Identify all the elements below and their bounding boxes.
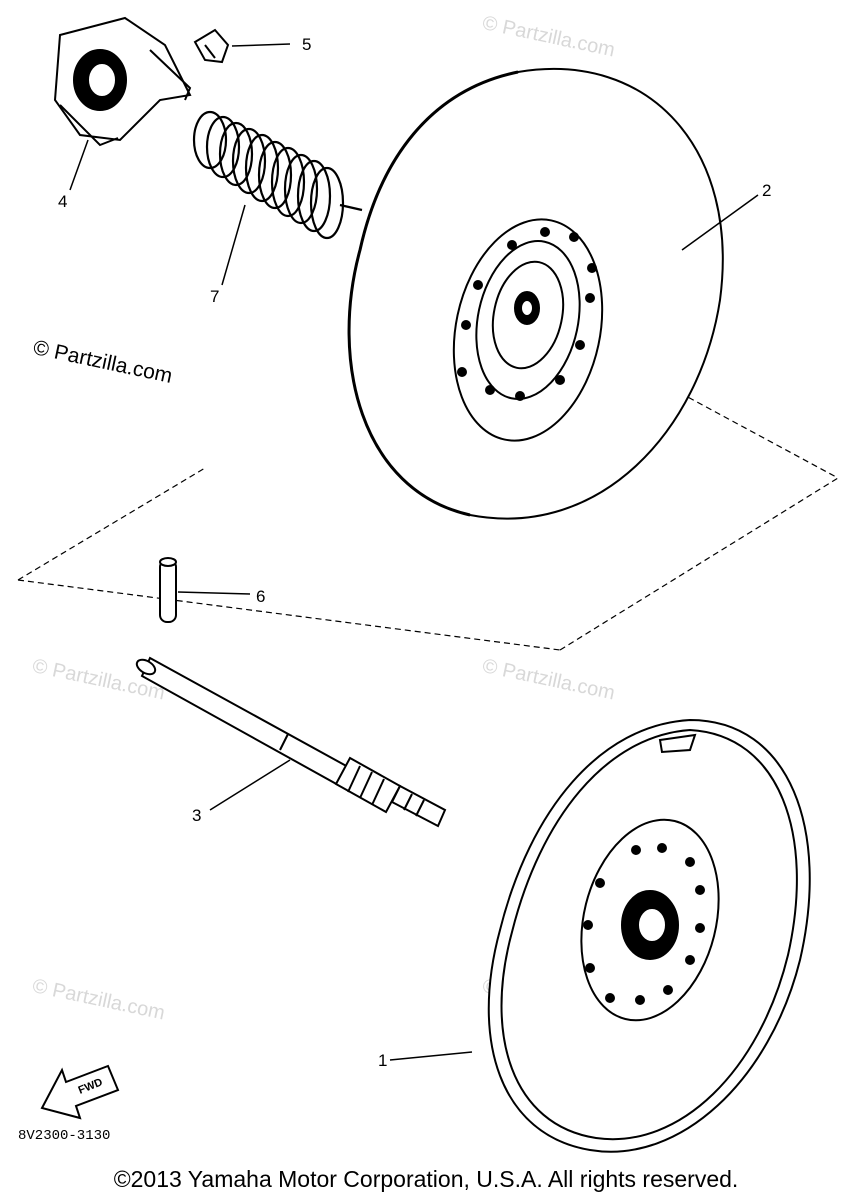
part-5-fitting	[193, 28, 230, 64]
callout-1: 1	[378, 1051, 388, 1070]
part-6-pin	[159, 557, 177, 623]
callout-6: 6	[256, 587, 266, 606]
callout-2: 2	[762, 181, 772, 200]
diagram-code: 8V2300-3130	[18, 1128, 111, 1144]
callout-4: 4	[58, 192, 68, 211]
callout-5: 5	[302, 35, 312, 54]
part-2-bolt-circle	[457, 227, 597, 401]
leader-lines	[69, 43, 759, 1061]
part-7-torque-spring	[192, 110, 363, 240]
part-4-cam-bracket	[53, 16, 192, 147]
copyright-notice: ©2013 Yamaha Motor Corporation, U.S.A. A…	[113, 1166, 739, 1192]
callout-7: 7	[210, 287, 220, 306]
part-1-secondary-sliding-sheave	[487, 718, 811, 1153]
part-2-secondary-fixed-sheave	[347, 67, 724, 520]
part-3-shaft	[135, 656, 447, 828]
fwd-arrow-icon	[40, 1064, 120, 1120]
part-1-bolt-circle	[583, 843, 705, 1005]
callout-3: 3	[192, 806, 202, 825]
